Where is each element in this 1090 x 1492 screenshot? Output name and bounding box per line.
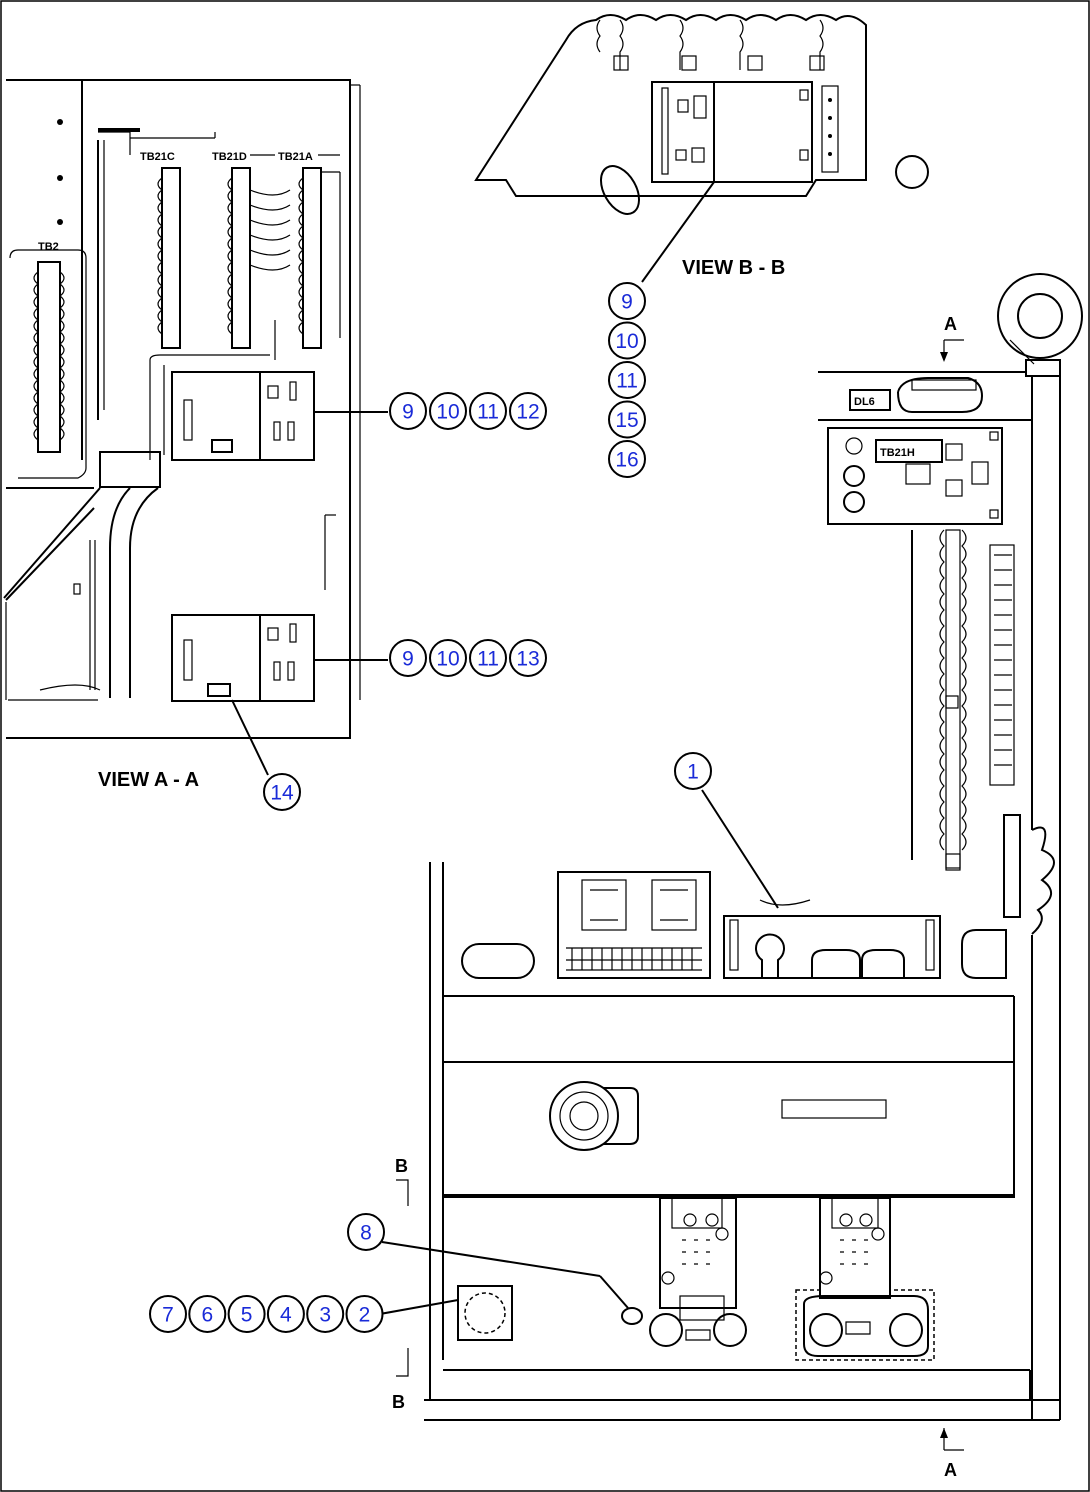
callout-view-b-stack-11: 11 [608, 361, 646, 399]
section-b-top-label: B [395, 1156, 408, 1176]
callout-view-b-stack-16: 16 [608, 440, 646, 478]
callout-view-a-upper-9: 9 [389, 392, 427, 430]
callout-number: 16 [615, 449, 638, 472]
callout-view-a-lower-9: 9 [389, 639, 427, 677]
callout-bubble [674, 752, 712, 790]
callout-bubble [227, 1295, 266, 1333]
callout-number: 14 [270, 782, 294, 805]
callout-bubble [608, 400, 646, 439]
view-a-title: VIEW A - A [98, 769, 199, 791]
callout-main-group-7: 7 [149, 1295, 187, 1333]
callout-bubble [429, 392, 467, 430]
view-b-section: VIEW B - B [474, 14, 929, 283]
callout-bubble [266, 1295, 305, 1333]
callout-layer: 9 10 11 12 9 10 11 13 14 9 10 11 15 16 1 8 7 6 5 4 3 2 [149, 282, 712, 1333]
callout-number: 15 [615, 409, 638, 432]
section-a-bottom-label: A [944, 1460, 957, 1480]
callout-bubble [347, 1213, 385, 1251]
callout-bubble [345, 1295, 384, 1333]
callout-main-1-1: 1 [674, 752, 712, 790]
callout-number: 10 [436, 401, 459, 424]
callout-bubble [389, 639, 427, 677]
callout-bubble [149, 1295, 187, 1333]
callout-bubble [608, 321, 646, 360]
callout-main-group-3: 3 [306, 1295, 345, 1333]
callout-number: 8 [360, 1222, 372, 1245]
callout-view-a-lower-11: 11 [469, 639, 507, 677]
tb21h-label: TB21H [880, 447, 915, 459]
callout-bubble [306, 1295, 345, 1333]
leader-lines [379, 789, 779, 1315]
callout-bubble [429, 639, 467, 677]
callout-bubble [608, 361, 646, 399]
view-b-title: VIEW B - B [682, 257, 785, 279]
callout-view-a-lower-10: 10 [429, 639, 467, 677]
section-b-bottom-label: B [392, 1392, 405, 1412]
view-a-section: TB2 TB21C TB21D TB21A [3, 79, 388, 791]
callout-main-8-8: 8 [347, 1213, 385, 1251]
callout-view-b-stack-10: 10 [608, 321, 646, 360]
callout-main-group-5: 5 [227, 1295, 266, 1333]
callout-view-a-lower-13: 13 [509, 639, 547, 677]
main-panel: A A DL6 TB21H [392, 273, 1083, 1480]
tb21c-label: TB21C [140, 151, 175, 163]
callout-view-b-stack-9: 9 [608, 282, 646, 320]
callout-number: 11 [477, 401, 499, 424]
callout-bubble [509, 392, 547, 430]
callout-number: 7 [162, 1304, 174, 1327]
callout-number: 6 [201, 1304, 213, 1327]
callout-main-group-4: 4 [266, 1295, 305, 1333]
callout-number: 13 [516, 648, 539, 671]
callout-bubble [608, 282, 646, 320]
callout-number: 10 [615, 330, 638, 353]
callout-bubble [188, 1295, 227, 1333]
callout-number: 10 [436, 648, 459, 671]
callout-number: 12 [516, 401, 539, 424]
callout-view-a-upper-11: 11 [469, 392, 507, 430]
callout-number: 11 [616, 370, 638, 393]
callout-bubble [469, 639, 507, 677]
callout-number: 5 [241, 1304, 253, 1327]
callout-view-b-stack-15: 15 [608, 400, 646, 439]
callout-number: 1 [687, 761, 699, 784]
callout-bubble [469, 392, 507, 430]
callout-bubble [389, 392, 427, 430]
callout-view-a-upper-12: 12 [509, 392, 547, 430]
callout-number: 4 [280, 1304, 292, 1327]
dl6-label: DL6 [854, 396, 875, 408]
callout-number: 9 [402, 648, 414, 671]
callout-bubble [263, 773, 301, 811]
callout-view-a-upper-10: 10 [429, 392, 467, 430]
callout-view-a-14-14: 14 [263, 773, 301, 811]
callout-number: 2 [359, 1304, 371, 1327]
callout-bubble [608, 440, 646, 478]
tb2-label: TB2 [38, 241, 59, 253]
tb21d-label: TB21D [212, 151, 247, 163]
section-a-top-label: A [944, 314, 957, 334]
callout-number: 3 [319, 1304, 331, 1327]
callout-number: 11 [477, 648, 499, 671]
callout-number: 9 [402, 401, 414, 424]
callout-main-group-2: 2 [345, 1295, 384, 1333]
tb21a-label: TB21A [278, 151, 313, 163]
callout-number: 9 [621, 291, 633, 314]
callout-bubble [509, 639, 547, 677]
callout-main-group-6: 6 [188, 1295, 227, 1333]
